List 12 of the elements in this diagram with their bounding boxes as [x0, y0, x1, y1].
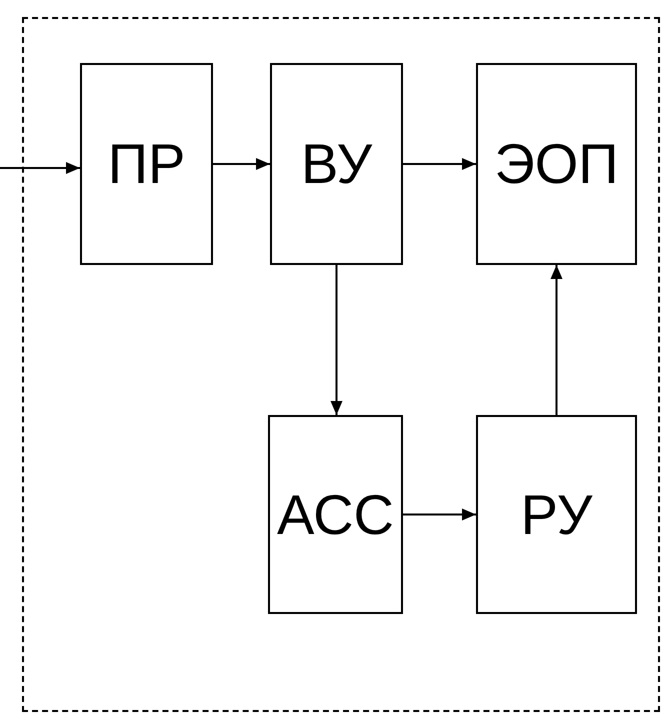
dashed-boundary	[22, 17, 660, 712]
block-box: ВУ	[270, 63, 403, 265]
block-box: ЭОП	[476, 63, 637, 265]
arrow	[403, 158, 476, 170]
arrow	[330, 265, 342, 415]
block-box: АСС	[268, 415, 403, 614]
arrow	[550, 265, 562, 415]
arrow	[403, 508, 476, 520]
arrow	[213, 158, 270, 170]
block-box: ПР	[80, 63, 213, 265]
block-box: РУ	[476, 415, 637, 614]
arrow	[0, 162, 80, 174]
